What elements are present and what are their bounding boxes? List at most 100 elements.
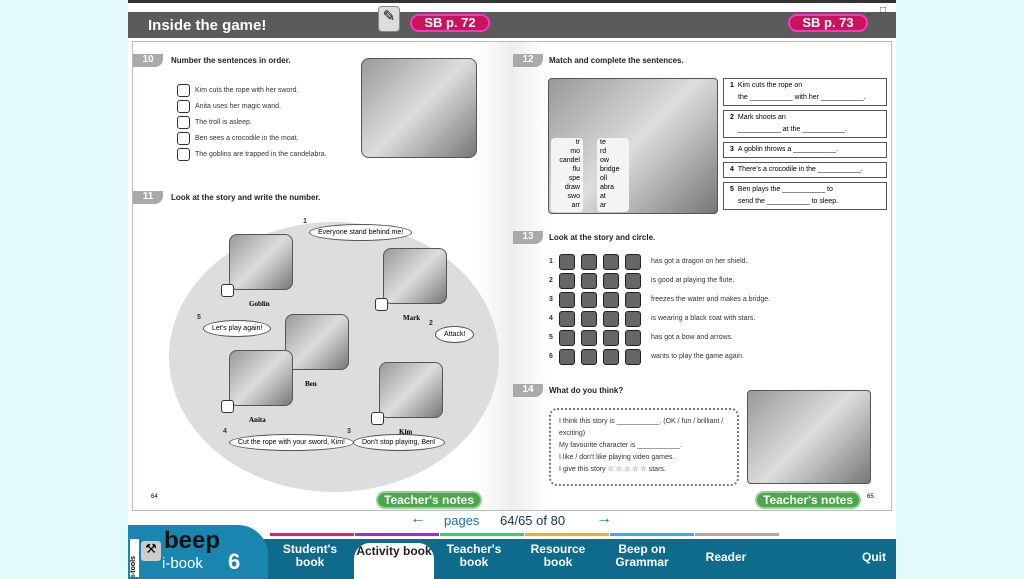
- character-face-option[interactable]: [603, 273, 619, 289]
- minimize-button[interactable]: _: [866, 5, 872, 16]
- character-face-option[interactable]: [581, 273, 597, 289]
- sentence-number: 1: [730, 82, 734, 89]
- troll-illustration: [361, 58, 477, 158]
- header-bar: [128, 12, 896, 38]
- character-face-option[interactable]: [603, 349, 619, 365]
- row-text: wants to play the game again.: [651, 353, 745, 360]
- character-face-option[interactable]: [625, 273, 641, 289]
- sb-page-left-button[interactable]: SB p. 72: [410, 14, 490, 32]
- exercise-instruction: Number the sentences in order.: [171, 56, 291, 65]
- section-color-bar: [270, 533, 354, 536]
- nav-tab-student-s-book[interactable]: Student's book: [282, 542, 338, 569]
- page-title: Inside the game!: [148, 17, 267, 34]
- character-name: Ben: [305, 380, 317, 388]
- character-face-option[interactable]: [559, 311, 575, 327]
- nav-tab-reader[interactable]: Reader: [705, 550, 747, 564]
- answer-checkbox[interactable]: [177, 116, 190, 129]
- crocodile-illustration: [747, 390, 871, 484]
- exercise-instruction: Match and complete the sentences.: [549, 56, 684, 65]
- answer-checkbox[interactable]: [177, 100, 190, 113]
- character-face-option[interactable]: [559, 330, 575, 346]
- character-face-option[interactable]: [625, 349, 641, 365]
- character-face-option[interactable]: [581, 254, 597, 270]
- character-face-option[interactable]: [625, 254, 641, 270]
- character-face-option[interactable]: [581, 292, 597, 308]
- character-name: Goblin: [249, 300, 270, 308]
- exercise-instruction: What do you think?: [549, 386, 624, 395]
- nav-tab-activity-book[interactable]: Activity book: [354, 543, 434, 579]
- word-fragment: draw: [564, 184, 580, 191]
- page-number-right: 65: [867, 494, 874, 500]
- row-number: 2: [549, 277, 553, 284]
- next-page-arrow-icon[interactable]: →: [596, 510, 612, 527]
- word-fragment: candel: [559, 157, 580, 164]
- opinion-line: My favourite character is ___________.: [559, 442, 682, 449]
- exercise-number: 11: [133, 191, 163, 204]
- answer-checkbox[interactable]: [177, 84, 190, 97]
- character-face-option[interactable]: [581, 349, 597, 365]
- character-face-option[interactable]: [603, 292, 619, 308]
- word-fragment: abra: [600, 184, 615, 191]
- character-name: Mark: [403, 314, 421, 322]
- sentence-line-2: send the ___________ to sleep.: [738, 198, 839, 205]
- sentence-text: Mark shoots an: [737, 114, 786, 121]
- character-face-option[interactable]: [603, 254, 619, 270]
- character-picture: [383, 248, 447, 304]
- character-picture: [229, 350, 293, 406]
- nav-tab-resource-book[interactable]: Resource book: [530, 542, 586, 569]
- sentence-number: 2: [730, 114, 734, 121]
- sb-page-right-button[interactable]: SB p. 73: [788, 14, 868, 32]
- nav-tab-beep-on-grammar[interactable]: Beep on Grammar: [615, 542, 669, 569]
- character-face-option[interactable]: [625, 292, 641, 308]
- beep-logo: i-tools ⚒ beep i-book 6: [128, 525, 268, 579]
- character-face-option[interactable]: [603, 311, 619, 327]
- character-face-option[interactable]: [559, 254, 575, 270]
- sentence: The troll is asleep.: [195, 119, 252, 126]
- character-face-option[interactable]: [603, 330, 619, 346]
- i-tools-label[interactable]: i-tools: [130, 539, 139, 577]
- sentence-text: A goblin throws a ___________.: [737, 146, 838, 153]
- speech-bubble: Cut the rope with your sword, Kim!: [229, 434, 354, 451]
- word-fragment: at: [600, 193, 606, 200]
- word-fragment: arr: [571, 202, 580, 209]
- row-number: 6: [549, 353, 553, 360]
- character-face-option[interactable]: [581, 330, 597, 346]
- character-face-option[interactable]: [559, 349, 575, 365]
- character-face-option[interactable]: [559, 292, 575, 308]
- speech-bubble: Attack!: [435, 326, 475, 343]
- logo-level: 6: [228, 549, 241, 574]
- word-fragment: ar: [600, 202, 607, 209]
- answer-checkbox[interactable]: [177, 148, 190, 161]
- sentence: Ben sees a crocodile in the moat.: [195, 135, 299, 142]
- quit-button[interactable]: Quit: [862, 550, 886, 564]
- answer-checkbox[interactable]: [371, 412, 384, 425]
- character-face-option[interactable]: [625, 330, 641, 346]
- sentence-line-2: the ___________ with her ___________.: [738, 94, 866, 101]
- answer-checkbox[interactable]: [221, 284, 234, 297]
- prev-page-arrow-icon[interactable]: ←: [410, 510, 426, 527]
- page-indicator: 64/65 of 80: [500, 513, 566, 528]
- section-color-bar: [355, 533, 439, 536]
- answer-checkbox[interactable]: [221, 400, 234, 413]
- teachers-notes-left-button[interactable]: Teacher's notes: [376, 491, 482, 509]
- word-fragment: te: [600, 139, 606, 146]
- exercise-number: 13: [513, 231, 543, 244]
- exercise-number: 12: [513, 54, 543, 67]
- notepad-icon[interactable]: ✎: [378, 6, 400, 32]
- teachers-notes-right-button[interactable]: Teacher's notes: [755, 491, 861, 509]
- character-face-option[interactable]: [581, 311, 597, 327]
- nav-tab-teacher-s-book[interactable]: Teacher's book: [446, 542, 502, 569]
- maximize-button[interactable]: □: [880, 5, 887, 16]
- speech-bubble: Don't stop playing, Ben!: [353, 434, 445, 451]
- logo-sub: i-book: [162, 555, 203, 572]
- answer-checkbox[interactable]: [375, 298, 388, 311]
- tools-icon[interactable]: ⚒: [141, 541, 161, 561]
- character-face-option[interactable]: [559, 273, 575, 289]
- row-number: 1: [549, 258, 553, 265]
- answer-checkbox[interactable]: [177, 132, 190, 145]
- character-face-option[interactable]: [625, 311, 641, 327]
